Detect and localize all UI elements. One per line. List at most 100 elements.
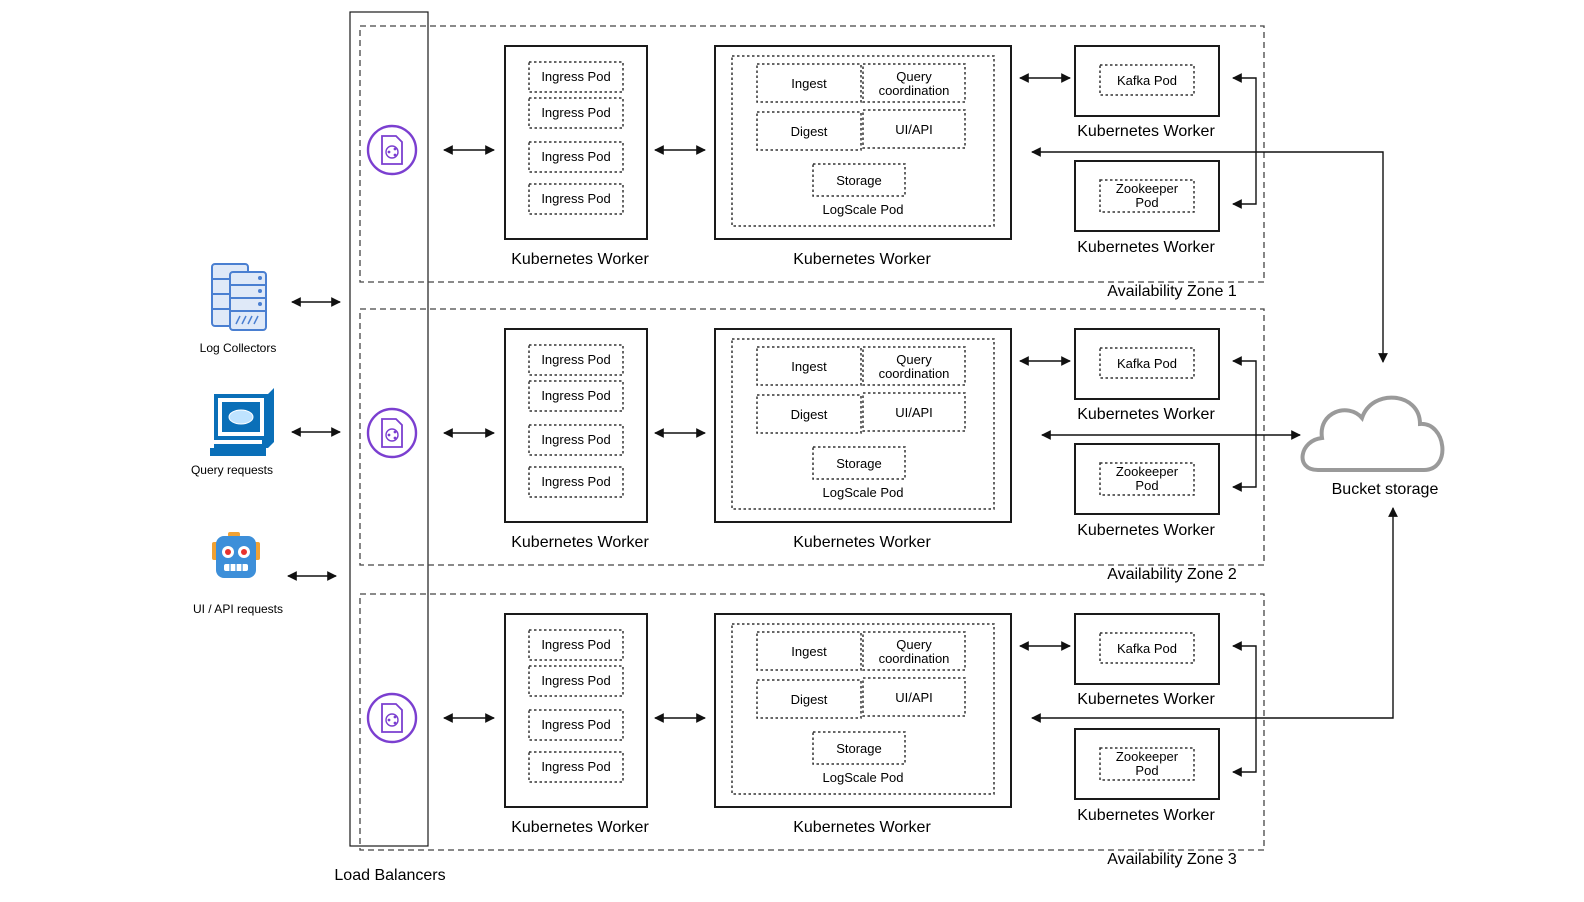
digest-component	[756, 111, 862, 151]
uiapi-label: UI/API	[895, 405, 933, 420]
ingress-pod	[528, 61, 624, 93]
ingress-pod-label: Ingress Pod	[541, 432, 610, 447]
robot-icon	[212, 532, 260, 578]
zone-label: Availability Zone 1	[1107, 283, 1237, 300]
ingest-label: Ingest	[791, 359, 827, 374]
ingest-label: Ingest	[791, 644, 827, 659]
load-balancer-icon	[366, 124, 418, 176]
logscale-worker-label: Kubernetes Worker	[793, 534, 931, 551]
query-component	[862, 631, 966, 671]
ingress-pod-label: Ingress Pod	[541, 69, 610, 84]
ui-api-requests-label: UI / API requests	[193, 602, 283, 616]
computer-terminal-icon	[210, 388, 274, 456]
zookeeper-worker-label: Kubernetes Worker	[1077, 807, 1215, 824]
ingress-pod-label: Ingress Pod	[541, 474, 610, 489]
ingress-pod	[528, 141, 624, 173]
ingress-worker-label: Kubernetes Worker	[511, 534, 649, 551]
kafka-worker-label: Kubernetes Worker	[1077, 123, 1215, 140]
logscale-worker-label: Kubernetes Worker	[793, 819, 931, 836]
cloud-icon	[1300, 395, 1445, 472]
zookeeper-pod	[1099, 462, 1195, 496]
ingress-pod-label: Ingress Pod	[541, 673, 610, 688]
ingest-component	[756, 63, 862, 103]
uiapi-component	[862, 109, 966, 149]
ingress-pod	[528, 424, 624, 456]
kafka-pod-label: Kafka Pod	[1117, 73, 1177, 88]
logscale-pod-label: LogScale Pod	[823, 202, 904, 217]
uiapi-label: UI/API	[895, 122, 933, 137]
ingress-pod-label: Ingress Pod	[541, 637, 610, 652]
bucket-storage-label: Bucket storage	[1332, 481, 1439, 498]
zookeeper-worker-label: Kubernetes Worker	[1077, 239, 1215, 256]
digest-label: Digest	[791, 407, 828, 422]
kafka-pod-label: Kafka Pod	[1117, 356, 1177, 371]
ingress-pod-label: Ingress Pod	[541, 388, 610, 403]
query-component	[862, 346, 966, 386]
storage-component	[812, 731, 906, 765]
kafka-worker-label: Kubernetes Worker	[1077, 691, 1215, 708]
logscale-pod-label: LogScale Pod	[823, 770, 904, 785]
load-balancer-icon	[366, 692, 418, 744]
digest-label: Digest	[791, 124, 828, 139]
storage-label: Storage	[836, 456, 882, 471]
arrow-zone3-bucket	[1031, 507, 1398, 723]
query-requests-label: Query requests	[191, 463, 273, 477]
ingress-worker-label: Kubernetes Worker	[511, 251, 649, 268]
uiapi-component	[862, 677, 966, 717]
ingress-pod	[528, 97, 624, 129]
storage-component	[812, 163, 906, 197]
ingress-pod	[528, 751, 624, 783]
load-balancers-label: Load Balancers	[334, 867, 445, 884]
storage-label: Storage	[836, 173, 882, 188]
zone-label: Availability Zone 3	[1107, 851, 1237, 868]
load-balancer-icon	[366, 407, 418, 459]
kafka-worker-label: Kubernetes Worker	[1077, 406, 1215, 423]
zone-label: Availability Zone 2	[1107, 566, 1237, 583]
arrow-kafka-zookeeper	[1232, 73, 1257, 209]
server-rack-icon	[211, 263, 267, 331]
ingress-pod-label: Ingress Pod	[541, 191, 610, 206]
ingress-pod-label: Ingress Pod	[541, 717, 610, 732]
kafka-pod-label: Kafka Pod	[1117, 641, 1177, 656]
uiapi-component	[862, 392, 966, 432]
ingress-pod	[528, 629, 624, 661]
uiapi-label: UI/API	[895, 690, 933, 705]
digest-component	[756, 679, 862, 719]
ingress-pod-label: Ingress Pod	[541, 149, 610, 164]
ingress-worker-label: Kubernetes Worker	[511, 819, 649, 836]
logscale-worker-label: Kubernetes Worker	[793, 251, 931, 268]
kafka-pod	[1099, 64, 1195, 96]
storage-label: Storage	[836, 741, 882, 756]
ingress-pod	[528, 380, 624, 412]
ingress-pod	[528, 183, 624, 215]
load-balancer-column	[349, 11, 429, 847]
zookeeper-pod	[1099, 747, 1195, 781]
digest-component	[756, 394, 862, 434]
log-collectors-label: Log Collectors	[200, 341, 277, 355]
zookeeper-worker-label: Kubernetes Worker	[1077, 522, 1215, 539]
ingest-component	[756, 346, 862, 386]
ingress-pod-label: Ingress Pod	[541, 105, 610, 120]
arrow-kafka-zookeeper	[1232, 641, 1257, 777]
arrow-zone1-bucket	[1031, 147, 1388, 363]
ingress-pod	[528, 709, 624, 741]
digest-label: Digest	[791, 692, 828, 707]
ingress-pod	[528, 466, 624, 498]
ingress-pod-label: Ingress Pod	[541, 352, 610, 367]
ingress-pod	[528, 665, 624, 697]
logscale-pod-label: LogScale Pod	[823, 485, 904, 500]
query-component	[862, 63, 966, 103]
ingress-pod-label: Ingress Pod	[541, 759, 610, 774]
arrow-kafka-zookeeper	[1232, 356, 1257, 492]
storage-component	[812, 446, 906, 480]
ingress-pod	[528, 344, 624, 376]
